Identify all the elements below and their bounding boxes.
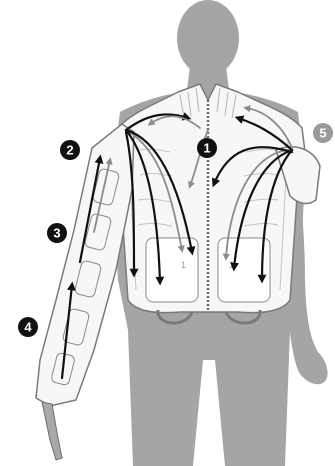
step-badge-2: 2 — [60, 140, 80, 160]
vest-body — [112, 84, 308, 313]
arm-sleeve — [36, 124, 134, 460]
step-badge-5-label: 5 — [319, 126, 326, 141]
step-badge-4: 4 — [18, 317, 38, 337]
step-badge-1: 1 — [197, 138, 217, 158]
step-badge-3-label: 3 — [53, 226, 60, 241]
step-badge-3: 3 — [47, 223, 67, 243]
step-badge-2-label: 2 — [66, 143, 73, 158]
sleeve-tube — [42, 402, 62, 460]
step-badge-4-label: 4 — [24, 320, 32, 335]
left-cell-label: 1 — [181, 260, 186, 270]
step-badge-1-label: 1 — [203, 141, 210, 156]
head — [177, 0, 239, 76]
step-badge-5: 5 — [313, 123, 333, 143]
